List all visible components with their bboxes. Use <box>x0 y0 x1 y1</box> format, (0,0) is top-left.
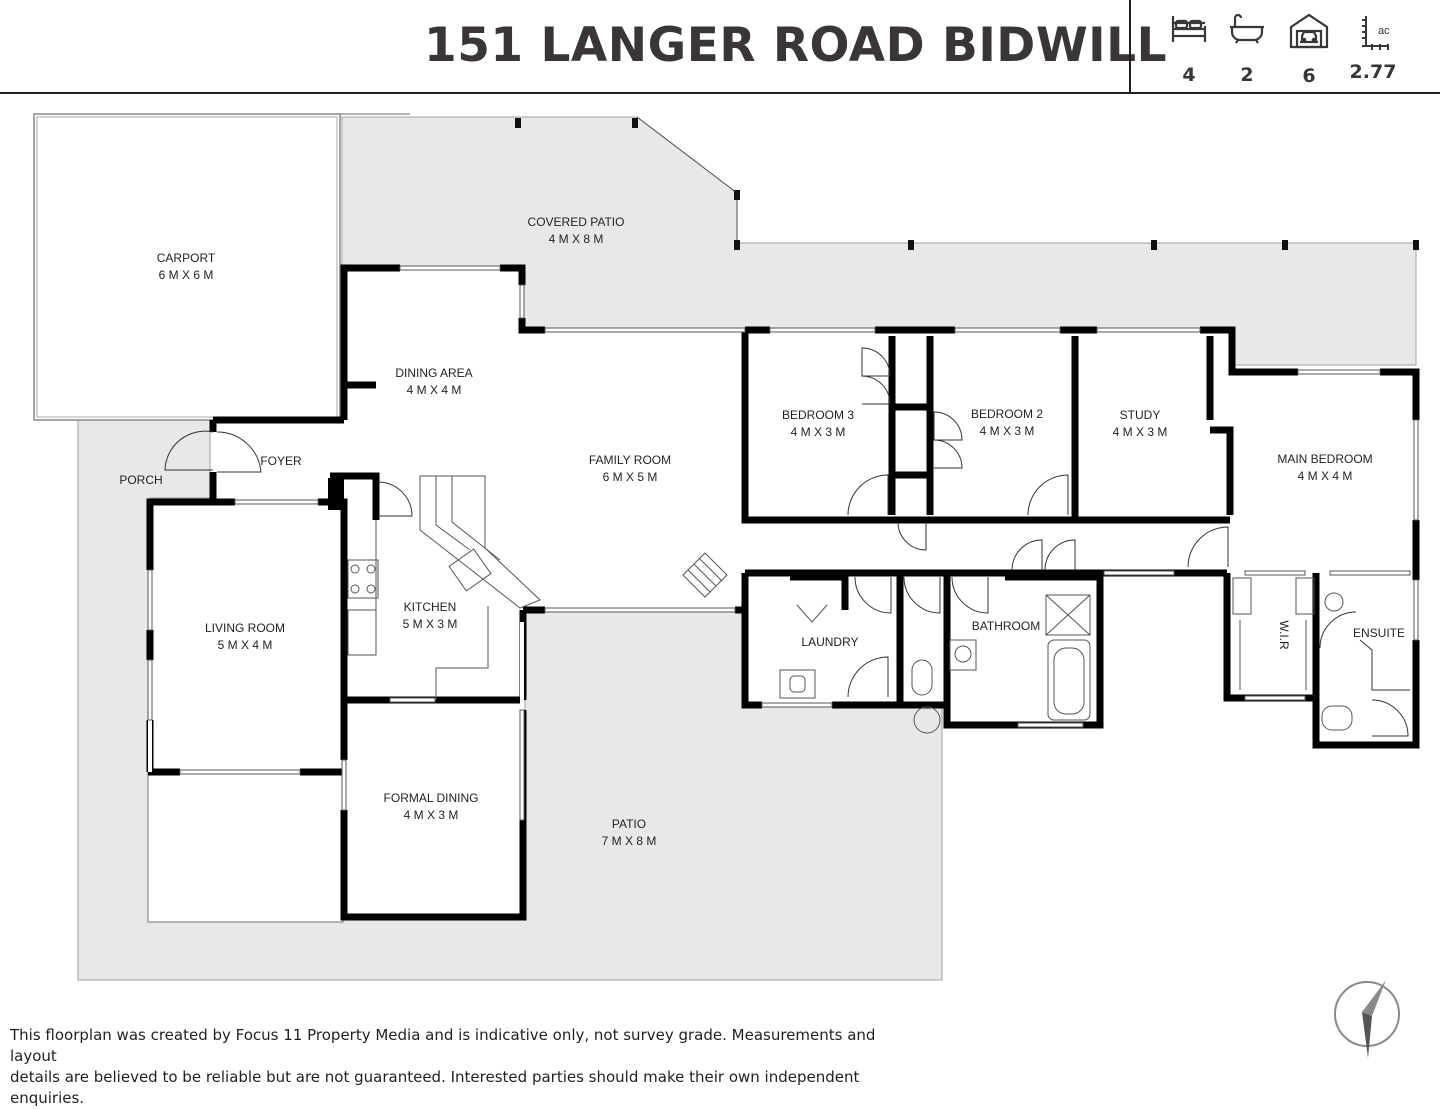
room-label-covered-patio: COVERED PATIO <box>528 215 625 229</box>
room-size-kitchen: 5 M X 3 M <box>403 617 458 631</box>
bedrooms-stat: 4 <box>1159 12 1219 86</box>
bedrooms-count: 4 <box>1182 64 1196 86</box>
room-label-study: STUDY <box>1120 408 1161 422</box>
carport-area <box>33 113 341 421</box>
room-label-carport: CARPORT <box>157 251 216 265</box>
room-label-foyer: FOYER <box>260 454 302 468</box>
garage-stat: 6 <box>1279 12 1339 87</box>
room-size-dining-area: 4 M X 4 M <box>407 383 462 397</box>
land-area-value: 2.77 <box>1349 61 1397 83</box>
room-label-kitchen: KITCHEN <box>404 600 457 614</box>
room-label-dining-area: DINING AREA <box>395 366 472 380</box>
room-size-carport: 6 M X 6 M <box>159 268 214 282</box>
north-arrow-icon <box>1328 976 1408 1066</box>
property-title: 151 LANGER ROAD BIDWILL <box>424 18 1168 73</box>
land-area-unit: ac <box>1378 25 1390 37</box>
header: 151 LANGER ROAD BIDWILL 4 2 6 ac 2.77 <box>0 0 1440 94</box>
wall-north-dining <box>340 264 400 420</box>
room-size-patio: 7 M X 8 M <box>602 834 657 848</box>
land-area-stat: ac 2.77 <box>1343 12 1403 83</box>
room-label-w-i-r: W.I.R <box>1277 620 1291 650</box>
carport-inner <box>36 116 338 418</box>
garage-count: 6 <box>1302 65 1316 87</box>
room-label-ensuite: ENSUITE <box>1353 626 1405 640</box>
room-size-covered-patio: 4 M X 8 M <box>549 232 604 246</box>
room-label-laundry: LAUNDRY <box>801 635 858 649</box>
room-size-formal-dining: 4 M X 3 M <box>404 808 459 822</box>
disclaimer-line-2: details are believed to be reliable but … <box>10 1068 860 1107</box>
room-size-family-room: 6 M X 5 M <box>603 470 658 484</box>
room-label-patio: PATIO <box>612 817 646 831</box>
room-size-bedroom-3: 4 M X 3 M <box>791 425 846 439</box>
room-label-family-room: FAMILY ROOM <box>589 453 671 467</box>
room-label-formal-dining: FORMAL DINING <box>384 791 479 805</box>
room-label-bedroom-2: BEDROOM 2 <box>971 407 1043 421</box>
room-label-living-room: LIVING ROOM <box>205 621 285 635</box>
room-labels: CARPORT 6 M X 6 M COVERED PATIO 4 M X 8 M DI… <box>119 215 1405 848</box>
room-label-bathroom: BATHROOM <box>972 619 1040 633</box>
room-label-porch: PORCH <box>119 473 162 487</box>
porch-lower-area <box>147 771 344 923</box>
wall-hall <box>745 569 1104 729</box>
room-label-main-bedroom: MAIN BEDROOM <box>1277 452 1372 466</box>
room-size-study: 4 M X 3 M <box>1113 425 1168 439</box>
bathrooms-count: 2 <box>1240 64 1254 86</box>
land-area-icon: ac <box>1343 12 1403 50</box>
room-size-bedroom-2: 4 M X 3 M <box>980 424 1035 438</box>
floorplan: CARPORT 6 M X 6 M COVERED PATIO 4 M X 8 M DI… <box>33 113 1420 981</box>
room-label-bedroom-3: BEDROOM 3 <box>782 408 854 422</box>
interior-floor <box>150 268 1416 917</box>
disclaimer-line-1: This floorplan was created by Focus 11 P… <box>10 1026 876 1065</box>
bath-icon <box>1217 12 1277 44</box>
garage-icon <box>1279 12 1339 50</box>
disclaimer: This floorplan was created by Focus 11 P… <box>10 1025 910 1109</box>
room-size-living-room: 5 M X 4 M <box>218 638 273 652</box>
bathrooms-stat: 2 <box>1217 12 1277 86</box>
bed-icon <box>1159 12 1219 44</box>
header-divider <box>1129 0 1131 93</box>
room-size-main-bedroom: 4 M X 4 M <box>1298 469 1353 483</box>
